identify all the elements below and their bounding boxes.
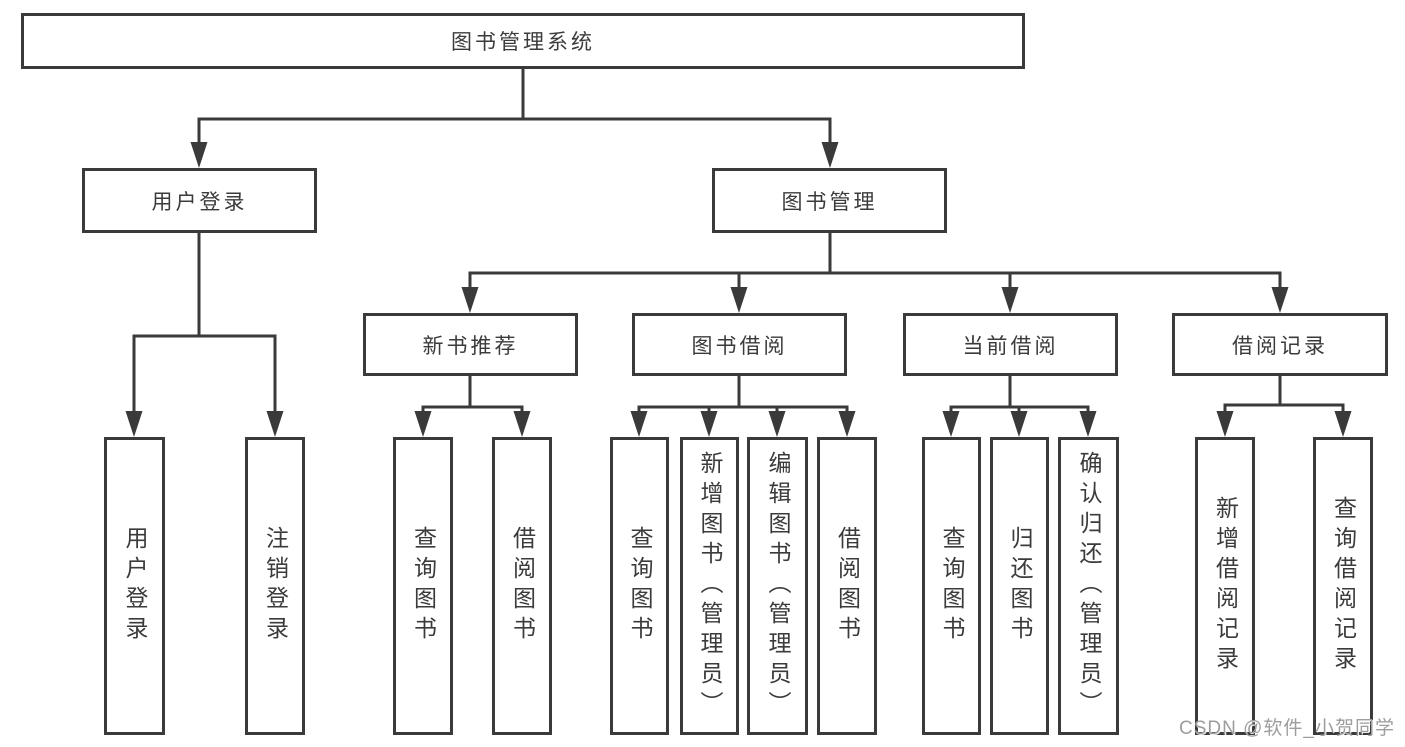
node-label: 确认归还（管理员）	[1076, 451, 1102, 721]
arrowhead-icon	[513, 411, 531, 437]
node-user-login: 用户登录	[82, 168, 317, 233]
arrowhead-icon	[730, 287, 748, 313]
node-label: 图书管理	[781, 190, 878, 214]
node-label: 查询图书	[939, 526, 965, 646]
node-leaf-query-books-3: 查询图书	[922, 437, 981, 735]
node-label: 图书借阅	[691, 334, 788, 358]
node-leaf-add-books-admin: 新增图书（管理员）	[680, 437, 739, 735]
node-borrow-records: 借阅记录	[1172, 313, 1388, 376]
arrowhead-icon	[1216, 411, 1234, 437]
node-new-book-recommend: 新书推荐	[363, 313, 578, 376]
node-leaf-confirm-return-admin: 确认归还（管理员）	[1058, 437, 1119, 735]
node-label: 查询图书	[410, 526, 437, 646]
node-leaf-add-borrow-record: 新增借阅记录	[1195, 437, 1255, 735]
node-label: 借阅图书	[509, 526, 536, 646]
arrowhead-icon	[768, 411, 786, 437]
node-leaf-borrow-books-1: 借阅图书	[492, 437, 552, 735]
node-leaf-return-books: 归还图书	[990, 437, 1049, 735]
node-book-management: 图书管理	[712, 168, 947, 233]
arrowhead-icon	[1010, 411, 1028, 437]
arrowhead-icon	[1271, 287, 1289, 313]
node-label: 图书管理系统	[451, 31, 595, 54]
node-label: 查询借阅记录	[1330, 496, 1357, 676]
node-label: 用户登录	[151, 190, 248, 214]
arrowhead-icon	[1079, 411, 1097, 437]
node-leaf-query-books-2: 查询图书	[610, 437, 669, 735]
node-label: 新书推荐	[422, 334, 519, 358]
arrowhead-icon	[1334, 411, 1352, 437]
node-label: 注销登录	[262, 526, 289, 646]
arrowhead-icon	[630, 411, 648, 437]
node-label: 借阅图书	[834, 526, 861, 646]
node-book-borrowing: 图书借阅	[632, 313, 847, 376]
node-label: 用户登录	[122, 526, 148, 646]
watermark: CSDN @软件_小贺同学	[1179, 718, 1395, 739]
arrowhead-icon	[266, 411, 284, 437]
node-current-borrowing: 当前借阅	[903, 313, 1118, 376]
node-leaf-borrow-books-2: 借阅图书	[817, 437, 877, 735]
arrowhead-icon	[700, 411, 718, 437]
node-label: 编辑图书（管理员）	[765, 451, 791, 721]
node-leaf-query-borrow-record: 查询借阅记录	[1313, 437, 1373, 735]
arrowhead-icon	[125, 411, 143, 437]
node-label: 新增图书（管理员）	[697, 451, 723, 721]
node-label: 当前借阅	[962, 334, 1059, 358]
node-label: 归还图书	[1007, 526, 1033, 646]
arrowhead-icon	[821, 142, 839, 168]
arrowhead-icon	[414, 411, 432, 437]
node-leaf-logout: 注销登录	[245, 437, 305, 735]
node-label: 借阅记录	[1232, 334, 1328, 358]
arrowhead-icon	[838, 411, 856, 437]
arrowhead-icon	[1001, 287, 1019, 313]
node-leaf-user-login: 用户登录	[104, 437, 165, 735]
node-root: 图书管理系统	[21, 13, 1025, 69]
node-leaf-query-books-1: 查询图书	[393, 437, 453, 735]
node-label: 新增借阅记录	[1212, 496, 1239, 676]
node-label: 查询图书	[627, 526, 653, 646]
arrowhead-icon	[942, 411, 960, 437]
arrowhead-icon	[190, 142, 208, 168]
arrowhead-icon	[461, 287, 479, 313]
node-leaf-edit-books-admin: 编辑图书（管理员）	[747, 437, 808, 735]
